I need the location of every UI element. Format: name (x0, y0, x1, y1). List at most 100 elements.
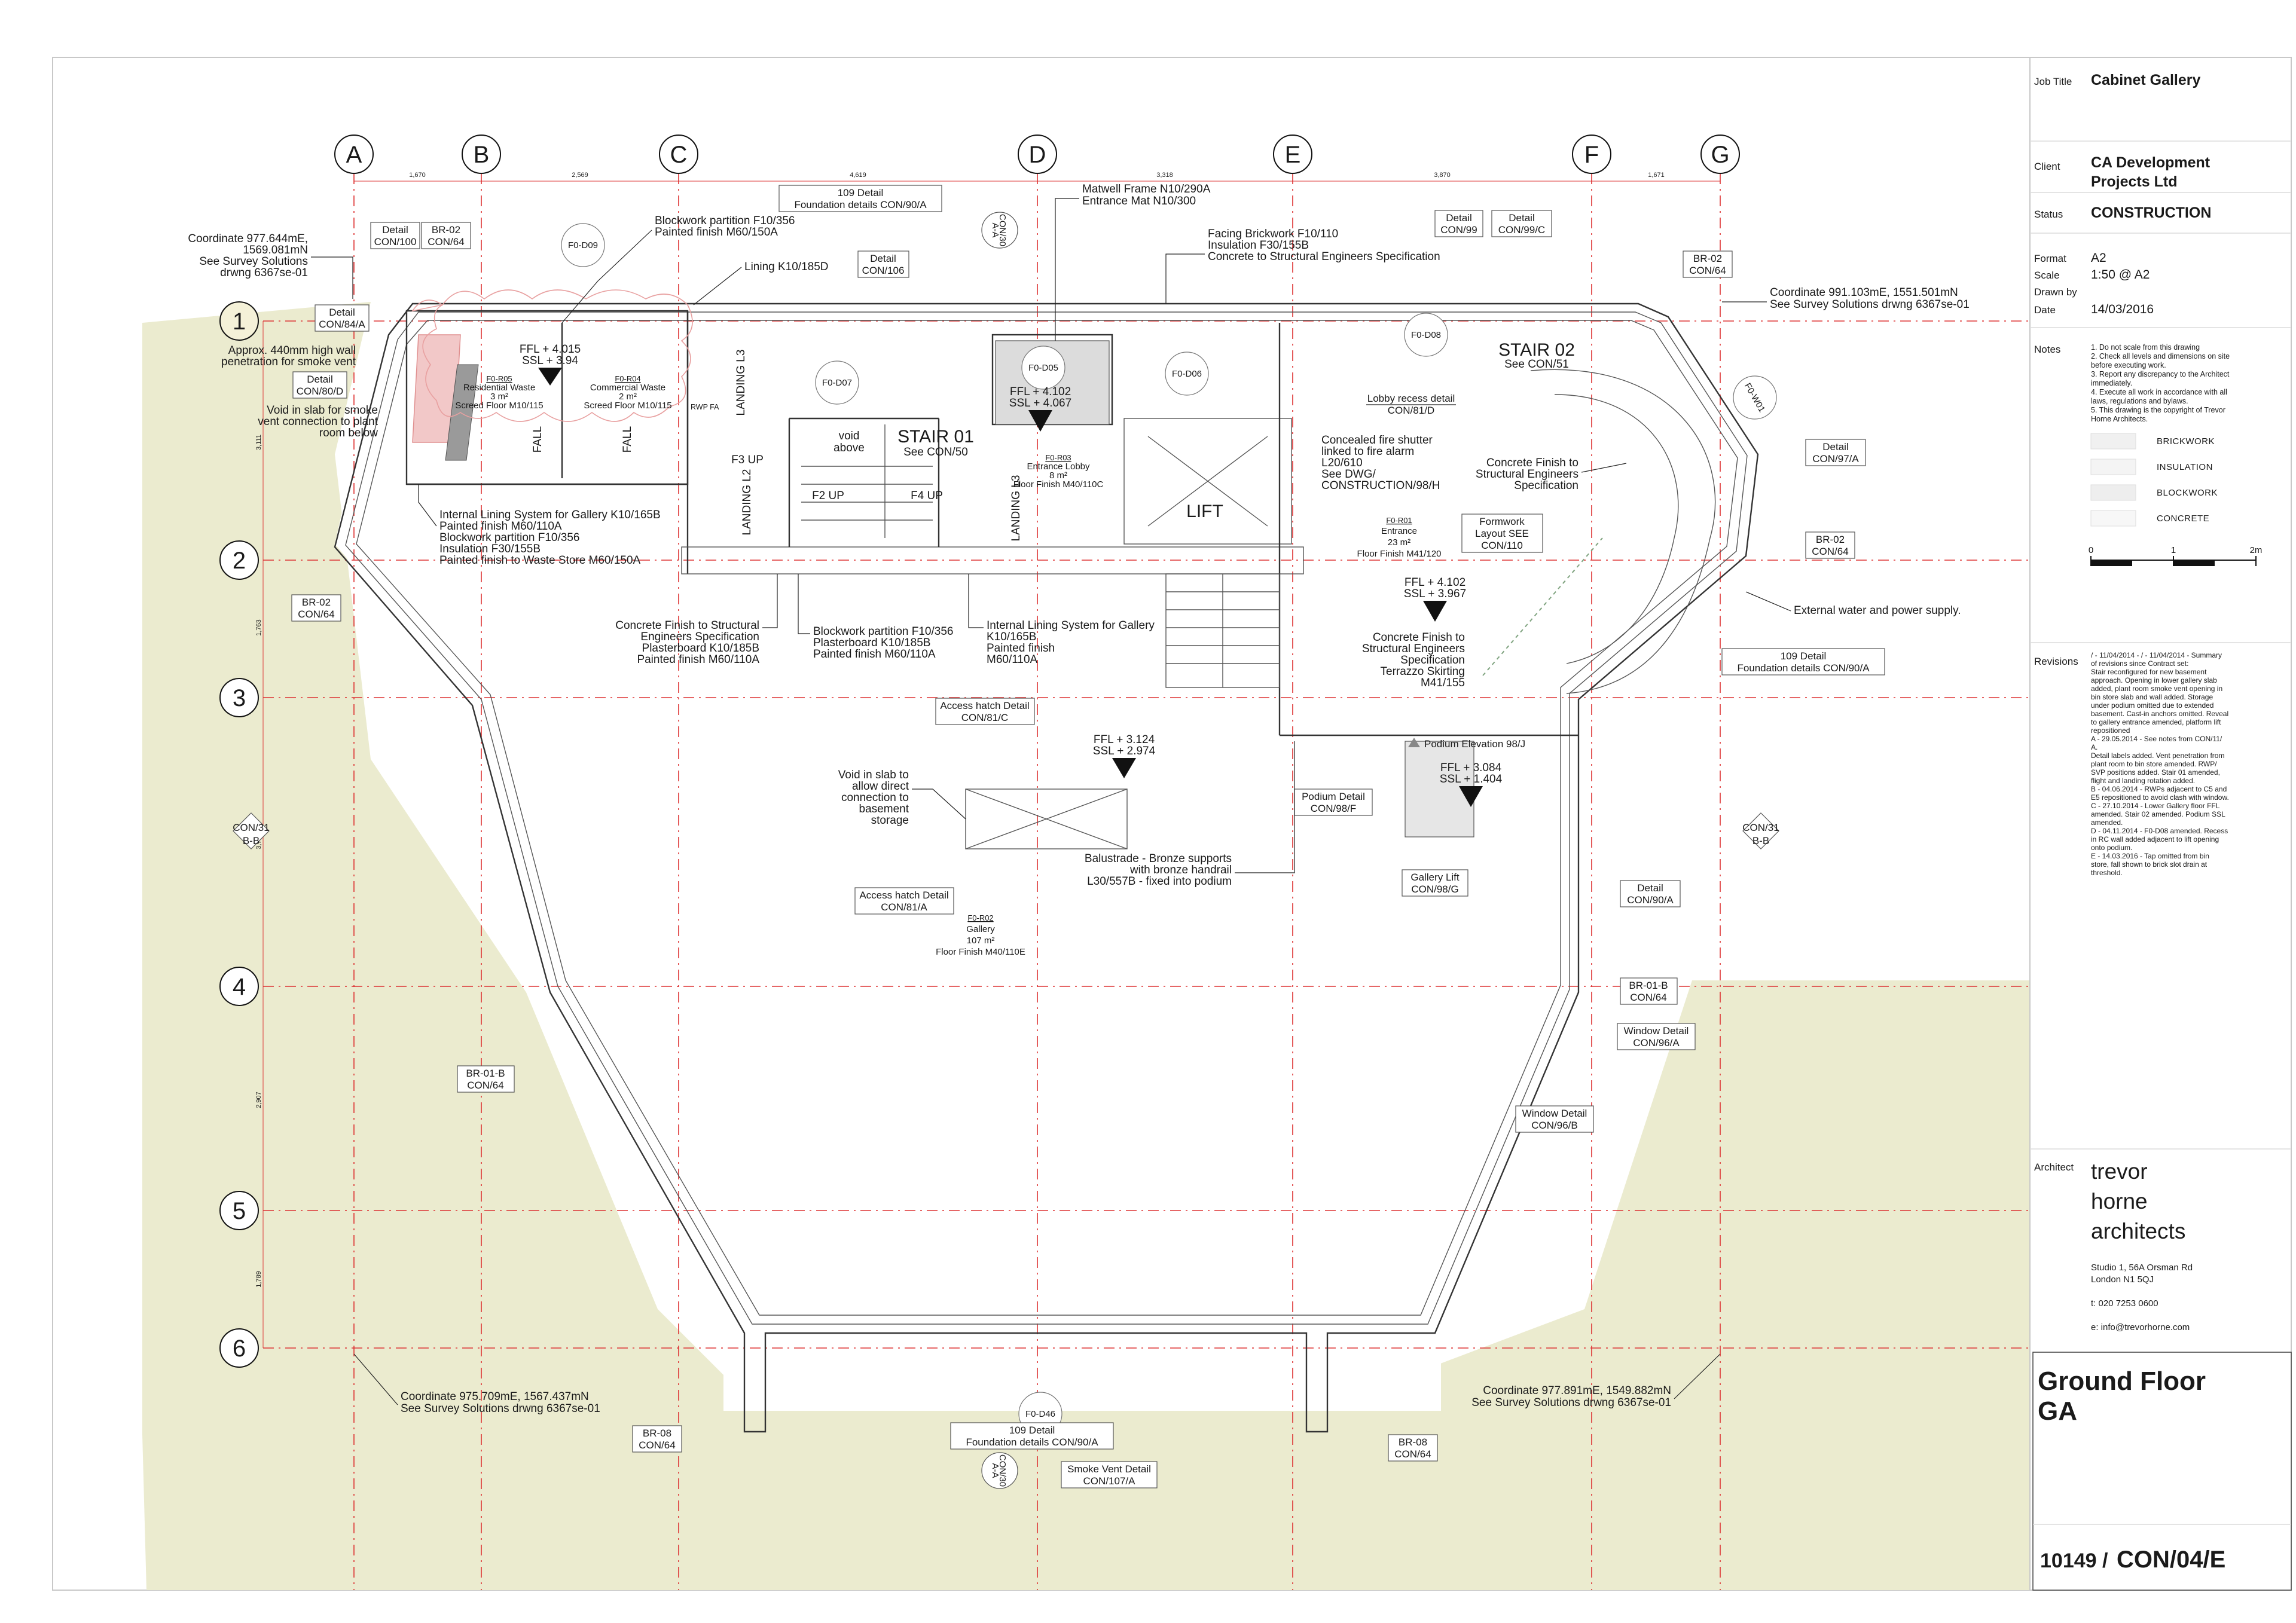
svg-text:BR-02: BR-02 (302, 597, 331, 608)
svg-text:External water and power suppl: External water and power supply. (1794, 604, 1961, 617)
tb-status: CONSTRUCTION (2091, 204, 2211, 221)
svg-text:Detail: Detail (1822, 441, 1848, 453)
svg-text:8 m²: 8 m² (1049, 470, 1067, 481)
grid-row-bubbles: 1 2 3 4 5 6 (219, 301, 259, 1368)
tb-status-label: Status (2034, 209, 2063, 220)
svg-text:immediately.: immediately. (2091, 379, 2132, 387)
tb-architect-logo: trevor horne architects (2091, 1159, 2185, 1243)
revision-cloud (411, 289, 693, 422)
svg-text:INSULATION: INSULATION (2157, 462, 2213, 472)
svg-text:2,569: 2,569 (572, 172, 588, 179)
tag-con30-top: CON/30A-A (981, 212, 1018, 249)
svg-text:Podium Elevation 98/J: Podium Elevation 98/J (1424, 738, 1525, 750)
svg-text:B - 04.06.2014 - RWPs adjacent: B - 04.06.2014 - RWPs adjacent to C5 and (2091, 785, 2227, 793)
svg-text:Detail: Detail (382, 224, 408, 236)
svg-text:CON/98/G: CON/98/G (1411, 884, 1458, 895)
tb-drawing-number: CON/04/E (2117, 1546, 2225, 1573)
svg-text:F2 UP: F2 UP (812, 490, 844, 502)
svg-text:CONSTRUCTION/98/H: CONSTRUCTION/98/H (1321, 479, 1440, 492)
svg-text:F0-R05: F0-R05 (486, 374, 512, 383)
grid-bubble-1: 1 (219, 301, 259, 341)
svg-text:E5 repositioned to avoid clash: E5 repositioned to avoid clash with wind… (2091, 793, 2229, 802)
svg-text:CON/30: CON/30 (997, 214, 1007, 246)
grid-bubble-d: D (1018, 135, 1057, 174)
svg-text:107 m²: 107 m² (967, 936, 995, 946)
svg-text:Engineers Specification: Engineers Specification (640, 631, 759, 643)
svg-text:CON/81/D: CON/81/D (1388, 405, 1434, 416)
tb-date-label: Date (2034, 304, 2056, 316)
svg-text:Window Detail: Window Detail (1624, 1025, 1689, 1037)
svg-text:Residential Waste: Residential Waste (463, 383, 535, 393)
svg-text:store, fall shown to brick slo: store, fall shown to brick slot drain at (2091, 860, 2208, 869)
svg-text:CON/106: CON/106 (862, 265, 905, 276)
svg-text:See Survey Solutions drwng 636: See Survey Solutions drwng 6367se-01 (1471, 1396, 1671, 1409)
door-tag-f0d08: F0-D08 (1404, 313, 1448, 357)
svg-text:See DWG/: See DWG/ (1321, 468, 1376, 481)
door-tag-f0w01: F0-W01 (1733, 375, 1777, 420)
svg-text:amended.: amended. (2091, 818, 2123, 827)
svg-text:G: G (1711, 142, 1729, 168)
svg-text:CON/97/A: CON/97/A (1812, 453, 1859, 464)
svg-text:M60/110A: M60/110A (987, 653, 1038, 666)
grid-bubble-4: 4 (219, 967, 259, 1006)
svg-text:D - 04.11.2014 - F0-D08 amende: D - 04.11.2014 - F0-D08 amended. Recess (2091, 827, 2228, 835)
svg-text:D: D (1029, 142, 1046, 168)
svg-text:SSL + 3.94: SSL + 3.94 (522, 354, 578, 367)
svg-text:3,111: 3,111 (255, 435, 262, 450)
svg-text:SSL + 2.974: SSL + 2.974 (1093, 745, 1156, 757)
svg-text:Coordinate 977.891mE, 1549.882: Coordinate 977.891mE, 1549.882mN (1483, 1384, 1671, 1397)
svg-text:Horne Architects.: Horne Architects. (2091, 415, 2148, 423)
svg-text:architects: architects (2091, 1219, 2185, 1243)
svg-text:CON/64: CON/64 (1812, 546, 1848, 557)
room-f0r05: F0-R05 Residential Waste 3 m² Screed Flo… (455, 374, 543, 411)
tb-scale: 1:50 @ A2 (2091, 268, 2150, 282)
svg-text:Painted finish M60/150A: Painted finish M60/150A (655, 226, 778, 239)
svg-text:1,671: 1,671 (1648, 172, 1665, 179)
svg-text:B-B: B-B (243, 835, 259, 846)
svg-text:Entrance Mat N10/300: Entrance Mat N10/300 (1082, 195, 1196, 207)
svg-text:CON/64: CON/64 (467, 1080, 503, 1091)
svg-text:A-A: A-A (990, 222, 1000, 237)
svg-text:Internal Lining System for Gal: Internal Lining System for Gallery (987, 619, 1155, 632)
room-f0r01: F0-R01 Entrance 23 m² Floor Finish M41/1… (1357, 516, 1442, 559)
svg-text:basement: basement (859, 803, 909, 815)
svg-text:A: A (346, 142, 362, 168)
svg-text:Void in slab for smoke: Void in slab for smoke (267, 404, 378, 417)
svg-text:Screed Floor M10/115: Screed Floor M10/115 (584, 401, 671, 411)
tb-drawing-title-1: Ground Floor (2038, 1367, 2206, 1396)
tag-con31-left: CON/31B-B (233, 812, 270, 849)
svg-text:SSL + 4.067: SSL + 4.067 (1009, 397, 1071, 409)
svg-text:BR-02: BR-02 (1693, 253, 1722, 264)
svg-text:Painted finish M60/110A: Painted finish M60/110A (439, 520, 562, 533)
svg-text:C - 27.10.2014 - Lower Gallery: C - 27.10.2014 - Lower Gallery floor FFL (2091, 802, 2220, 810)
tb-legend: BRICKWORK INSULATION BLOCKWORK CONCRETE (2090, 433, 2218, 527)
svg-text:FFL + 4.015: FFL + 4.015 (520, 343, 581, 356)
svg-text:storage: storage (871, 814, 909, 827)
grid-bubble-5: 5 (219, 1191, 259, 1230)
svg-text:Structural Engineers: Structural Engineers (1362, 643, 1465, 655)
svg-text:BR-02: BR-02 (432, 224, 460, 236)
svg-text:CON/99: CON/99 (1440, 224, 1477, 236)
svg-text:Window Detail: Window Detail (1522, 1108, 1587, 1119)
svg-text:Concrete to Structural Enginee: Concrete to Structural Engineers Specifi… (1208, 250, 1440, 263)
svg-text:CON/96/A: CON/96/A (1633, 1037, 1680, 1049)
svg-text:Screed Floor M10/115: Screed Floor M10/115 (455, 401, 543, 411)
svg-text:Painted finish M60/110A: Painted finish M60/110A (637, 653, 759, 666)
svg-text:LIFT: LIFT (1186, 502, 1223, 521)
svg-text:Detail: Detail (307, 374, 332, 385)
svg-text:F0-D08: F0-D08 (1411, 330, 1441, 340)
svg-text:CONCRETE: CONCRETE (2157, 514, 2209, 524)
svg-text:CON/30: CON/30 (997, 1454, 1007, 1487)
